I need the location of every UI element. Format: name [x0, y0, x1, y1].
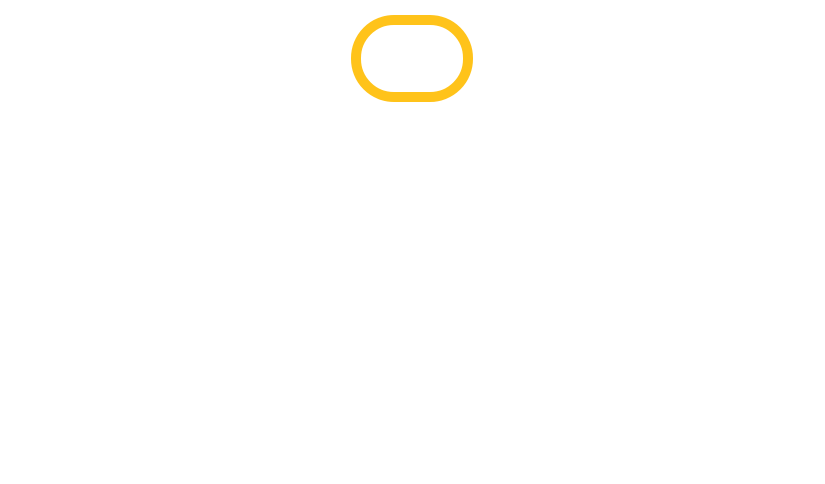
pill-outline-button[interactable] [351, 15, 473, 102]
